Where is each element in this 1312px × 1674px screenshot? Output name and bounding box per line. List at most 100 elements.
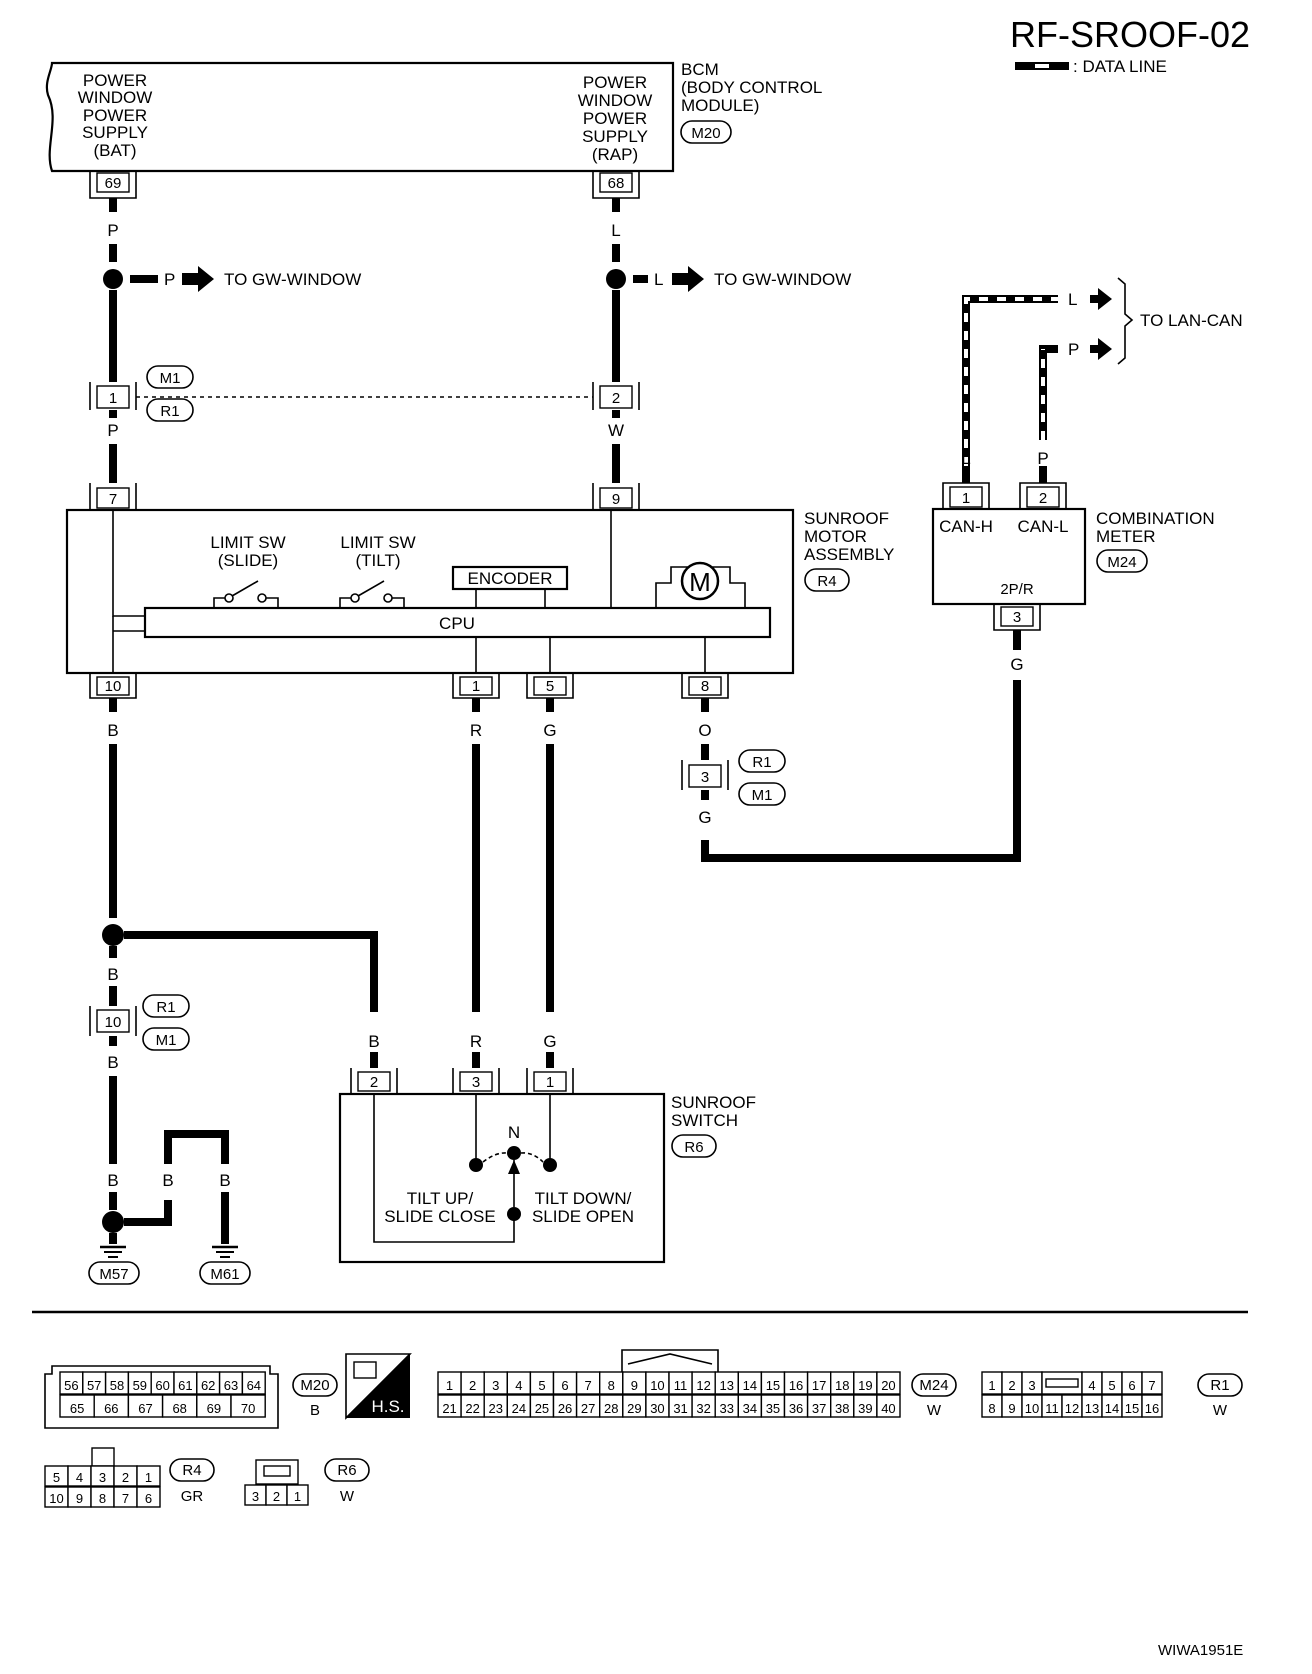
motor-pin-8: 8 <box>701 678 709 695</box>
m24-pin: 2 <box>469 1378 476 1393</box>
r4-cell <box>136 1486 161 1508</box>
hs-label: H.S. <box>371 1397 404 1416</box>
bcm-left-label-3: POWER <box>83 106 147 125</box>
m24-pin: 21 <box>442 1401 456 1416</box>
joint-pin-3: 3 <box>701 769 709 786</box>
m24-pin: 24 <box>512 1401 526 1416</box>
m24-pin: 28 <box>604 1401 618 1416</box>
m20-pin: 56 <box>64 1378 78 1393</box>
r4-pin: 2 <box>122 1470 129 1485</box>
r4-pin: 10 <box>49 1491 63 1506</box>
r1-pin: 15 <box>1125 1401 1139 1416</box>
switch-connector: R6 <box>684 1139 703 1156</box>
r6-pin: 1 <box>294 1489 301 1504</box>
gw-window-rap-text: TO GW-WINDOW <box>714 270 851 289</box>
lan-can-text: TO LAN-CAN <box>1140 311 1243 330</box>
meter-pin-2: 2 <box>1039 490 1047 507</box>
m24-pin: 8 <box>608 1378 615 1393</box>
r4-pin: 1 <box>145 1470 152 1485</box>
m24-pin: 1 <box>446 1378 453 1393</box>
r6-connector-label: R6 <box>337 1462 356 1479</box>
m24-pin: 32 <box>696 1401 710 1416</box>
motor-pin-7: 7 <box>109 491 117 508</box>
joint-pin-10: 10 <box>105 1014 122 1031</box>
limit-slide-line2: (SLIDE) <box>218 551 278 570</box>
bcm-right-label-3: POWER <box>583 109 647 128</box>
lan-p-text: P <box>1068 340 1079 359</box>
m24-cell <box>876 1394 901 1418</box>
wire-color-rap-top: L <box>611 221 620 240</box>
data-line-legend-text: : DATA LINE <box>1073 57 1167 76</box>
bcm-right-label-4: SUPPLY <box>582 127 648 146</box>
bcm-right-label-1: POWER <box>583 73 647 92</box>
joint10-conn-r1: R1 <box>156 999 175 1016</box>
motor-name-2: MOTOR <box>804 527 867 546</box>
r4-connector-label: R4 <box>182 1462 201 1479</box>
r1-color: W <box>1213 1402 1228 1419</box>
m20-pin: 65 <box>70 1401 84 1416</box>
wire-color-can-p: P <box>1037 449 1048 468</box>
m20-housing <box>44 1365 279 1429</box>
m20-pin: 66 <box>104 1401 118 1416</box>
m20-pin: 67 <box>138 1401 152 1416</box>
joint-m1-r1: 1 2 M1 R1 <box>89 365 640 422</box>
m24-pin: 19 <box>858 1378 872 1393</box>
m24-pin: 35 <box>766 1401 780 1416</box>
m20-connector-pill <box>292 1373 338 1397</box>
switch-pin-2: 2 <box>370 1074 378 1091</box>
combination-meter: 1 2 CAN-H CAN-L 2P/R 3 COMBINATION METER… <box>931 482 1215 631</box>
r1-pin: 6 <box>1128 1378 1135 1393</box>
wire-color-o: O <box>698 721 711 740</box>
m24-pin: 3 <box>492 1378 499 1393</box>
wire-color-ground-10: B <box>107 721 118 740</box>
bcm-left-label-4: SUPPLY <box>82 123 148 142</box>
splice-ground <box>102 924 124 946</box>
m24-pin: 26 <box>558 1401 572 1416</box>
m24-pin: 37 <box>812 1401 826 1416</box>
r6-color: W <box>340 1488 355 1505</box>
m20-pin: 68 <box>172 1401 186 1416</box>
r4-tab <box>91 1447 115 1467</box>
m24-pin: 12 <box>696 1378 710 1393</box>
bcm-desc-2: MODULE) <box>681 96 759 115</box>
meter-type: 2P/R <box>1000 581 1034 598</box>
r4-pin: 6 <box>145 1491 152 1506</box>
splice-rap <box>606 269 626 289</box>
r1-pin: 5 <box>1108 1378 1115 1393</box>
m24-pin: 36 <box>789 1401 803 1416</box>
r1-pin: 12 <box>1065 1401 1079 1416</box>
wire-color-g2: G <box>698 808 711 827</box>
wire-color-b-after-joint: B <box>107 965 118 984</box>
switch-left-2: SLIDE CLOSE <box>384 1207 496 1226</box>
m24-pin: 20 <box>881 1378 895 1393</box>
wire-color-rap-mid: W <box>608 421 624 440</box>
meter-can-h: CAN-H <box>939 517 993 536</box>
m24-pin: 15 <box>766 1378 780 1393</box>
m20-pin: 69 <box>207 1401 221 1416</box>
r4-pin: 5 <box>53 1470 60 1485</box>
diagram-id: RF-SROOF-02 <box>1010 14 1250 55</box>
r6-cell <box>286 1484 309 1506</box>
splice-bat <box>103 269 123 289</box>
switch-right-1: TILT DOWN/ <box>535 1189 632 1208</box>
m24-pin: 14 <box>743 1378 757 1393</box>
m20-color: B <box>310 1402 320 1419</box>
cpu-label: CPU <box>439 614 475 633</box>
meter-name-2: METER <box>1096 527 1156 546</box>
encoder-label: ENCODER <box>467 569 552 588</box>
joint3-conn-m1: M1 <box>752 787 773 804</box>
gw-l-text: L <box>654 270 663 289</box>
lan-arrow-l <box>1090 288 1112 310</box>
r4-pin: 3 <box>99 1470 106 1485</box>
r1-pin: 14 <box>1105 1401 1119 1416</box>
bcm-pin-68: 68 <box>592 171 640 199</box>
m20-pin: 62 <box>201 1378 215 1393</box>
joint-r1-m1-pin10: 10 R1 M1 <box>89 994 190 1051</box>
joint-pin-2: 2 <box>612 390 620 407</box>
r1-pin: 7 <box>1148 1378 1155 1393</box>
r6-pin: 2 <box>273 1489 280 1504</box>
m24-pin: 11 <box>674 1378 688 1393</box>
bcm-right-label-5: (RAP) <box>592 145 638 164</box>
m24-tab-mark <box>627 1353 713 1365</box>
lan-l-text: L <box>1068 290 1077 309</box>
